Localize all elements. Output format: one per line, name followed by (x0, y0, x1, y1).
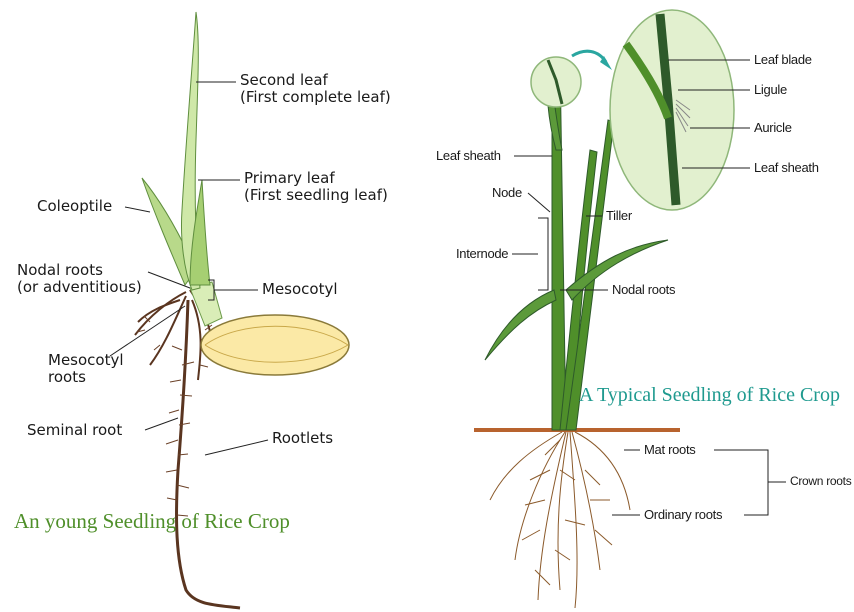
label-auricle: Auricle (754, 120, 792, 135)
label-leaf-sheath: Leaf sheath (436, 148, 501, 163)
root-mass (490, 432, 630, 608)
label-second-leaf-line2: (First complete leaf) (240, 89, 391, 106)
label-second-leaf-line1: Second leaf (240, 72, 391, 89)
label-internode: Internode (456, 246, 508, 261)
label-leaf-sheath-inset: Leaf sheath (754, 160, 819, 175)
seed (201, 315, 349, 375)
right-title: A Typical Seedling of Rice Crop (579, 384, 840, 407)
label-primary-leaf: Primary leaf (First seedling leaf) (244, 170, 388, 205)
label-primary-leaf-line2: (First seedling leaf) (244, 187, 388, 204)
label-nodal-roots-left: Nodal roots (or adventitious) (17, 262, 142, 297)
label-coleoptile: Coleoptile (37, 198, 112, 215)
label-nodal-roots-right: Nodal roots (612, 282, 675, 297)
label-second-leaf: Second leaf (First complete leaf) (240, 72, 391, 107)
label-node: Node (492, 185, 522, 200)
label-nodal-roots-line1: Nodal roots (17, 262, 142, 279)
label-mesocotyl-roots-line1: Mesocotyl (48, 352, 124, 369)
label-tiller: Tiller (606, 208, 632, 223)
label-rootlets: Rootlets (272, 430, 333, 447)
label-ordinary-roots: Ordinary roots (644, 507, 722, 522)
label-mesocotyl: Mesocotyl (262, 281, 338, 298)
label-primary-leaf-line1: Primary leaf (244, 170, 388, 187)
label-ligule: Ligule (754, 82, 787, 97)
main-stems (552, 60, 614, 430)
left-title: An young Seedling of Rice Crop (14, 509, 290, 534)
label-leaf-blade: Leaf blade (754, 52, 812, 67)
right-seedling-illustration (474, 10, 786, 608)
label-mat-roots: Mat roots (644, 442, 695, 457)
label-mesocotyl-roots: Mesocotyl roots (48, 352, 124, 387)
label-nodal-roots-line2: (or adventitious) (17, 279, 142, 296)
zoom-arrow (572, 51, 606, 62)
label-seminal-root: Seminal root (27, 422, 122, 439)
label-mesocotyl-roots-line2: roots (48, 369, 124, 386)
label-crown-roots: Crown roots (790, 474, 851, 488)
